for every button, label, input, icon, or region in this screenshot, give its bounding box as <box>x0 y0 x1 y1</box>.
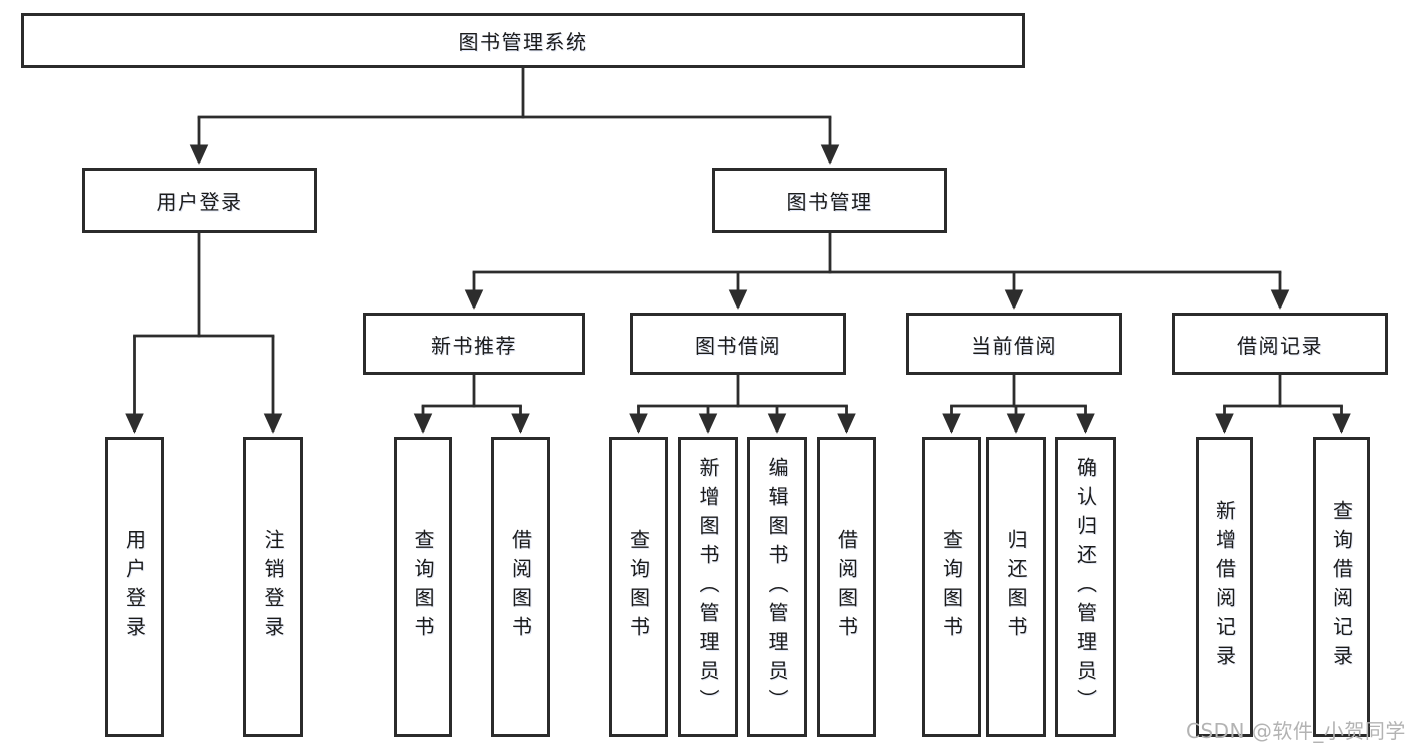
node-leaf-bb-borrow-book: 借阅图书 <box>817 437 876 737</box>
csdn-watermark: CSDN @软件_小贺同学 <box>1186 719 1405 743</box>
node-leaf-cb-return-book: 归还图书 <box>986 437 1046 737</box>
node-leaf-nb-borrow-book-label: 借阅图书 <box>508 529 533 645</box>
node-leaf-br-add-record: 新增借阅记录 <box>1196 437 1253 737</box>
node-book-borrow-label: 图书借阅 <box>695 333 781 358</box>
node-leaf-cb-query-book-label: 查询图书 <box>939 529 964 645</box>
node-user-login-label: 用户登录 <box>156 190 243 214</box>
node-leaf-cb-confirm-return: 确认归还（管理员） <box>1055 437 1116 737</box>
node-leaf-cb-return-book-label: 归还图书 <box>1004 529 1028 645</box>
node-leaf-cb-query-book: 查询图书 <box>922 437 981 737</box>
node-user-login: 用户登录 <box>82 168 317 233</box>
node-leaf-bb-edit-book-label: 编辑图书（管理员） <box>765 456 789 718</box>
node-book-mgmt: 图书管理 <box>712 168 947 233</box>
node-new-book-rec-label: 新书推荐 <box>431 333 517 358</box>
node-new-book-rec: 新书推荐 <box>363 313 585 375</box>
node-borrow-records: 借阅记录 <box>1172 313 1388 375</box>
node-leaf-nb-query-book: 查询图书 <box>394 437 452 737</box>
node-leaf-nb-query-book-label: 查询图书 <box>411 529 435 645</box>
node-leaf-bb-edit-book: 编辑图书（管理员） <box>747 437 807 737</box>
node-leaf-bb-query-book-label: 查询图书 <box>626 529 651 645</box>
node-leaf-user-login: 用户登录 <box>105 437 164 737</box>
node-book-borrow: 图书借阅 <box>630 313 846 375</box>
node-borrow-records-label: 借阅记录 <box>1237 333 1323 358</box>
node-leaf-br-query-record-label: 查询借阅记录 <box>1329 500 1354 674</box>
node-leaf-bb-add-book: 新增图书（管理员） <box>678 437 738 737</box>
node-root: 图书管理系统 <box>21 13 1025 68</box>
node-leaf-logout: 注销登录 <box>243 437 303 737</box>
node-leaf-bb-add-book-label: 新增图书（管理员） <box>696 456 720 718</box>
node-leaf-cb-confirm-return-label: 确认归还（管理员） <box>1073 456 1098 718</box>
node-root-label: 图书管理系统 <box>458 30 588 54</box>
node-current-borrow: 当前借阅 <box>906 313 1122 375</box>
node-leaf-br-query-record: 查询借阅记录 <box>1313 437 1370 737</box>
node-leaf-bb-borrow-book-label: 借阅图书 <box>834 529 859 645</box>
node-leaf-nb-borrow-book: 借阅图书 <box>491 437 550 737</box>
node-leaf-br-add-record-label: 新增借阅记录 <box>1212 500 1237 674</box>
node-leaf-user-login-label: 用户登录 <box>122 529 147 645</box>
node-current-borrow-label: 当前借阅 <box>971 333 1057 358</box>
node-leaf-logout-label: 注销登录 <box>261 529 285 645</box>
node-book-mgmt-label: 图书管理 <box>786 190 873 214</box>
node-leaf-bb-query-book: 查询图书 <box>609 437 668 737</box>
